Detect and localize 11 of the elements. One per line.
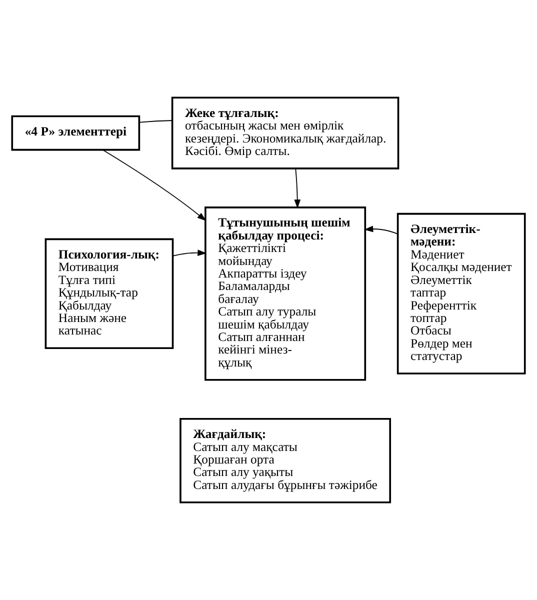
- node-box: Жеке тұлғалық: отбасының жасы мен өмірлік кезеңдері. Экономикалық жағдайлар. Кәсібі. Өмір салты.: [171, 96, 400, 170]
- node-box: Психология-лық: Мотивация Тұлға типі Құндылық-тар Қабылдау Наным және катынас: [44, 238, 174, 349]
- connector: [139, 120, 173, 123]
- node-box: Жағдайлық: Сатып алу мақсаты Қоршаған орта Сатып алу уақыты Сатып алудағы бұрынғы тәжірибе: [180, 418, 392, 504]
- node-box: Тұтынушының шешім қабылдау процесі: Қажеттілікті мойындау Акпаратты іздеу Баламаларды бағалау Сатып алу туралы шешім қабылдау Сатып алғаннан кейінгі мінез-құлық: [204, 206, 366, 381]
- arrow: [172, 250, 207, 256]
- arrow: [364, 226, 398, 234]
- arrow: [294, 168, 301, 209]
- node-box: Әлеуметтік-мәдени: Мәдениет Қосалқы мәдениет Әлеуметтік таптар Референттік топтар Отбасы Рөлдер мен статустар: [396, 212, 526, 374]
- arrow: [102, 149, 206, 221]
- node-box: «4 Р» элементтері: [11, 115, 140, 151]
